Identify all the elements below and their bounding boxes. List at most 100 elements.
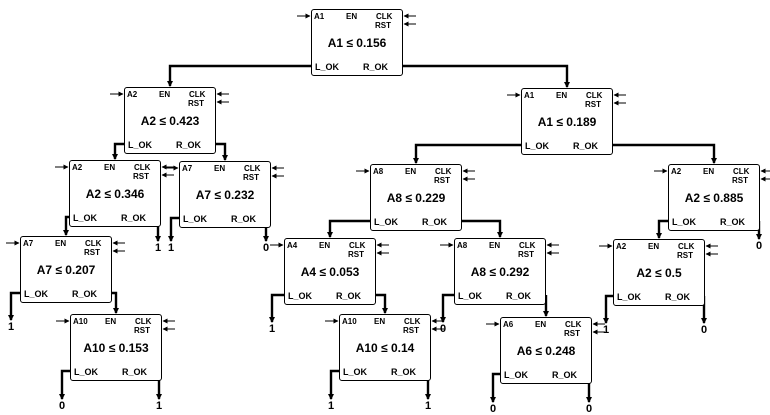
right-output-label: R_OK bbox=[72, 289, 98, 299]
left-output-label: L_OK bbox=[343, 367, 368, 377]
right-output-label: R_OK bbox=[552, 370, 578, 380]
clock-port-label: CLK bbox=[565, 320, 582, 329]
clock-port-label: CLK bbox=[376, 12, 393, 21]
split-condition: A2 ≤ 0.885 bbox=[684, 191, 744, 205]
left-branch-connector bbox=[63, 215, 69, 236]
reset-port-label: RST bbox=[677, 251, 693, 260]
leaf-output-value: 0 bbox=[263, 242, 270, 254]
left-output-label: L_OK bbox=[525, 141, 550, 151]
clock-port-label: CLK bbox=[733, 167, 750, 176]
left-branch-connector bbox=[413, 143, 521, 164]
enable-port-label: EN bbox=[556, 91, 568, 100]
reset-port-label: RST bbox=[518, 250, 534, 259]
split-condition: A7 ≤ 0.232 bbox=[195, 188, 255, 202]
leaf-output-value: 1 bbox=[156, 400, 163, 412]
clock-port-label: CLK bbox=[404, 317, 421, 326]
clock-port-label: CLK bbox=[189, 90, 206, 99]
left-output-label: L_OK bbox=[504, 370, 529, 380]
left-leaf-connector bbox=[440, 293, 454, 323]
enable-port-label: EN bbox=[319, 241, 331, 250]
right-output-label: R_OK bbox=[122, 367, 148, 377]
leaf-output-value: 0 bbox=[440, 323, 447, 335]
left-output-label: L_OK bbox=[183, 214, 208, 224]
leaf-output-value: 1 bbox=[328, 400, 335, 412]
reset-port-label: RST bbox=[133, 172, 149, 181]
attribute-input-label: A6 bbox=[503, 320, 514, 329]
clock-port-label: CLK bbox=[85, 239, 102, 248]
left-leaf-connector bbox=[328, 369, 339, 400]
enable-port-label: EN bbox=[104, 163, 116, 172]
reset-port-label: RST bbox=[375, 21, 391, 30]
left-output-label: L_OK bbox=[617, 292, 642, 302]
leaf-output-value: 0 bbox=[701, 324, 708, 336]
attribute-input-label: A8 bbox=[457, 241, 468, 250]
right-output-label: R_OK bbox=[121, 213, 147, 223]
clock-port-label: CLK bbox=[134, 163, 151, 172]
left-leaf-connector bbox=[8, 291, 20, 321]
reset-port-label: RST bbox=[434, 176, 450, 185]
attribute-input-label: A4 bbox=[287, 241, 298, 250]
split-condition: A4 ≤ 0.053 bbox=[300, 265, 360, 279]
leaf-output-value: 1 bbox=[155, 242, 162, 254]
attribute-input-label: A10 bbox=[342, 317, 357, 326]
right-output-label: R_OK bbox=[720, 217, 746, 227]
split-condition: A1 ≤ 0.189 bbox=[537, 115, 597, 129]
enable-port-label: EN bbox=[346, 12, 358, 21]
clock-port-label: CLK bbox=[244, 164, 261, 173]
split-condition: A2 ≤ 0.346 bbox=[85, 187, 145, 201]
left-output-label: L_OK bbox=[374, 217, 399, 227]
split-condition: A10 ≤ 0.14 bbox=[355, 341, 415, 355]
reset-port-label: RST bbox=[188, 99, 204, 108]
right-output-label: R_OK bbox=[231, 214, 257, 224]
right-branch-connector bbox=[403, 64, 570, 88]
left-leaf-connector bbox=[603, 294, 613, 324]
enable-port-label: EN bbox=[489, 241, 501, 250]
attribute-input-label: A2 bbox=[72, 163, 83, 172]
leaf-output-value: 0 bbox=[59, 400, 66, 412]
left-output-label: L_OK bbox=[288, 291, 313, 301]
split-condition: A6 ≤ 0.248 bbox=[516, 344, 576, 358]
left-branch-connector bbox=[167, 64, 311, 87]
attribute-input-label: A1 bbox=[524, 91, 535, 100]
leaf-output-value: 1 bbox=[269, 323, 276, 335]
clock-port-label: CLK bbox=[678, 242, 695, 251]
enable-port-label: EN bbox=[648, 242, 660, 251]
attribute-input-label: A1 bbox=[314, 12, 325, 21]
reset-port-label: RST bbox=[585, 100, 601, 109]
split-condition: A8 ≤ 0.292 bbox=[470, 265, 530, 279]
left-leaf-connector bbox=[269, 293, 284, 323]
enable-port-label: EN bbox=[159, 90, 171, 99]
left-output-label: L_OK bbox=[458, 291, 483, 301]
reset-port-label: RST bbox=[732, 176, 748, 185]
enable-port-label: EN bbox=[105, 317, 117, 326]
left-output-label: L_OK bbox=[24, 289, 49, 299]
left-branch-connector bbox=[112, 142, 124, 160]
attribute-input-label: A10 bbox=[73, 317, 88, 326]
reset-port-label: RST bbox=[564, 329, 580, 338]
reset-port-label: RST bbox=[134, 326, 150, 335]
split-condition: A8 ≤ 0.229 bbox=[386, 191, 446, 205]
attribute-input-label: A8 bbox=[373, 167, 384, 176]
attribute-input-label: A2 bbox=[671, 167, 682, 176]
reset-port-label: RST bbox=[403, 326, 419, 335]
enable-port-label: EN bbox=[703, 167, 715, 176]
clock-port-label: CLK bbox=[519, 241, 536, 250]
clock-port-label: CLK bbox=[435, 167, 452, 176]
enable-port-label: EN bbox=[55, 239, 67, 248]
leaf-output-value: 0 bbox=[756, 240, 763, 252]
attribute-input-label: A2 bbox=[127, 90, 138, 99]
left-output-label: L_OK bbox=[672, 217, 697, 227]
enable-port-label: EN bbox=[405, 167, 417, 176]
left-output-label: L_OK bbox=[74, 367, 99, 377]
right-branch-connector bbox=[216, 142, 228, 161]
right-output-label: R_OK bbox=[422, 217, 448, 227]
